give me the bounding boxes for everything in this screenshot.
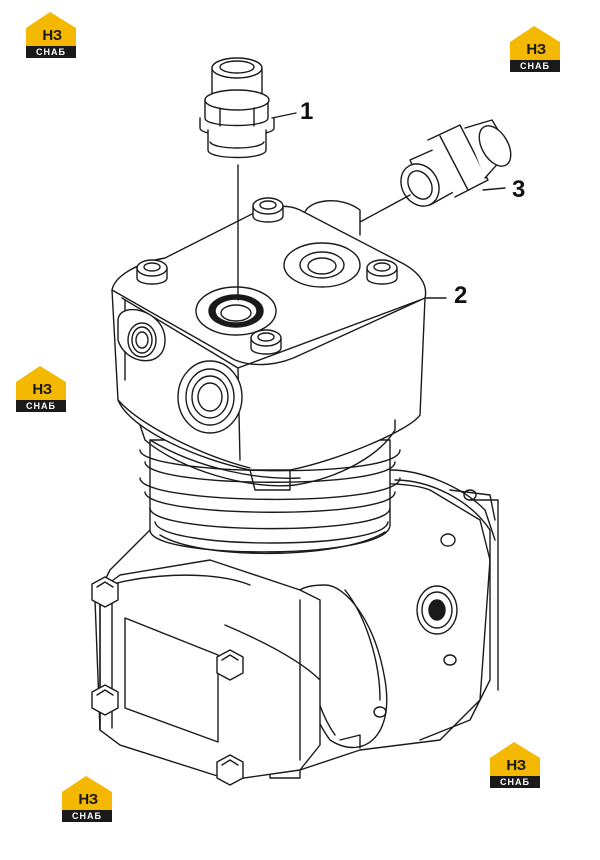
fitting-part-3 [359,119,512,223]
front-cover [99,559,321,781]
logo-watermark: НЗ СНАБ [508,24,562,74]
head-bolts [136,197,398,355]
logo-letters: НЗ [526,41,546,58]
callout-1: 1 [300,98,314,125]
logo-watermark: НЗ СНАБ [24,10,78,60]
logo-subtext: СНАБ [16,400,66,412]
logo-watermark: НЗ СНАБ [60,774,114,824]
logo-subtext: СНАБ [62,810,112,822]
callout-3: 3 [512,176,526,203]
logo-subtext: СНАБ [510,60,560,72]
fitting-part-1 [199,57,297,301]
logo-subtext: СНАБ [490,776,540,788]
logo-letters: НЗ [78,791,98,808]
logo-watermark: НЗ СНАБ [488,740,542,790]
cylinder-head [111,200,427,491]
logo-watermark: НЗ СНАБ [14,364,68,414]
logo-letters: НЗ [32,381,52,398]
logo-subtext: СНАБ [26,46,76,58]
logo-letters: НЗ [506,757,526,774]
cover-bolts [91,576,244,786]
cylinder [139,439,401,555]
logo-letters: НЗ [42,27,62,44]
callout-2: 2 [454,282,468,309]
watermark-logos [16,12,560,810]
